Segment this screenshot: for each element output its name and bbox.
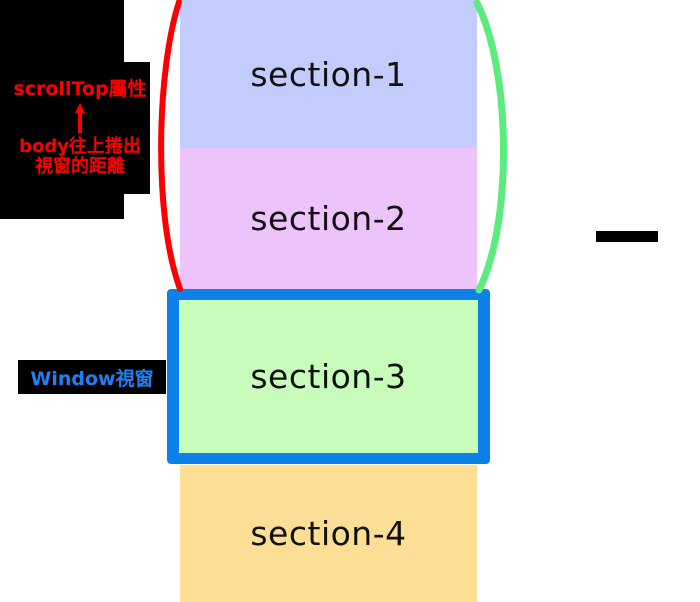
up-arrow-icon <box>75 102 85 133</box>
scrolltop-callout-box: scrollTop屬性 body往上捲出 視窗的距離 <box>10 62 150 194</box>
section-4-block: section-4 <box>180 465 477 602</box>
scrolltop-callout-line1: scrollTop屬性 <box>13 77 147 100</box>
section-3-block: section-3 <box>179 300 478 453</box>
window-callout-box: Window視窗 <box>18 360 166 394</box>
scrolltop-callout-line3: 視窗的距離 <box>35 156 125 178</box>
section-2-block: section-2 <box>180 148 477 289</box>
red-brace-curve <box>158 0 183 292</box>
window-callout-label: Window視窗 <box>30 367 154 390</box>
window-viewport-frame: section-3 <box>167 289 490 464</box>
section-2-label: section-2 <box>250 199 407 238</box>
scrolltop-callout-line2: body往上捲出 <box>19 135 141 157</box>
scrollheight-callout-label: Sc <box>574 229 594 247</box>
section-3-label: section-3 <box>250 357 407 396</box>
green-brace-curve <box>473 0 507 294</box>
section-4-label: section-4 <box>250 514 407 553</box>
section-1-block: section-1 <box>180 0 477 148</box>
redaction-bar-inner <box>596 231 658 242</box>
section-1-label: section-1 <box>250 54 407 94</box>
